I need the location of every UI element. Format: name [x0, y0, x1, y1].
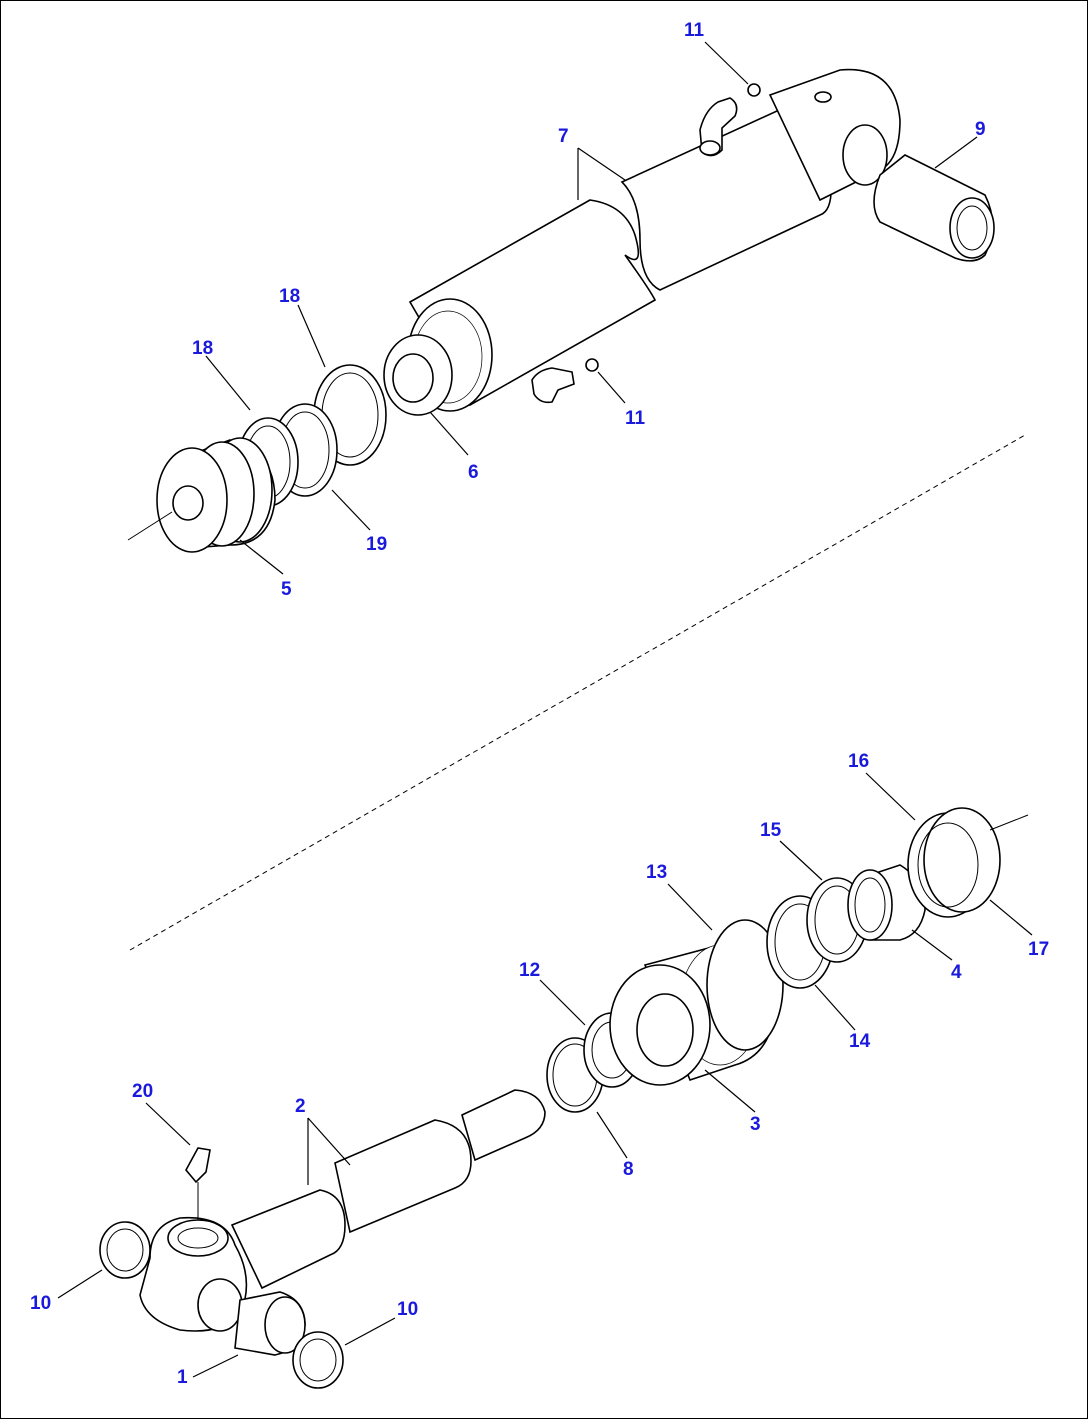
callout-11-mid: 11: [625, 408, 646, 429]
callout-17: 17: [1028, 939, 1049, 960]
callout-6: 6: [468, 462, 479, 483]
callout-12: 12: [519, 960, 540, 981]
callout-8: 8: [623, 1159, 634, 1180]
callout-2: 2: [295, 1096, 306, 1117]
seal-16-17: [907, 807, 1029, 918]
leader-lines: [57, 41, 1033, 1378]
callout-11-top: 11: [684, 20, 705, 41]
callout-4: 4: [951, 962, 962, 983]
callout-10-right: 10: [397, 1299, 418, 1320]
seal-10-left: [99, 1221, 151, 1279]
callout-18-b: 18: [192, 338, 213, 359]
callout-7: 7: [558, 126, 569, 147]
piston-rod-assembly: [139, 1089, 546, 1356]
callout-15: 15: [760, 820, 782, 841]
callout-labels: 11 9 7 18 18 11 6 19 5 16 15 13 17 4 12 …: [30, 20, 1049, 1388]
callout-18-a: 18: [279, 286, 300, 307]
callout-16: 16: [848, 751, 869, 772]
callout-5: 5: [281, 579, 292, 600]
callout-9: 9: [975, 119, 986, 140]
callout-14: 14: [849, 1031, 871, 1052]
callout-20: 20: [132, 1081, 153, 1102]
callout-13: 13: [646, 862, 667, 883]
callout-1: 1: [177, 1367, 188, 1388]
piston-rings: [237, 364, 387, 507]
cylinder-tube-assembly: [383, 68, 901, 416]
seal-10-right: [292, 1331, 344, 1389]
callout-10-left: 10: [30, 1293, 51, 1314]
callout-19: 19: [366, 534, 387, 555]
divider-line: [129, 434, 1026, 951]
callout-3: 3: [750, 1114, 761, 1135]
bushing-9: [873, 154, 995, 262]
cylinder-head-3: [609, 919, 784, 1086]
piston-5: [127, 437, 276, 553]
